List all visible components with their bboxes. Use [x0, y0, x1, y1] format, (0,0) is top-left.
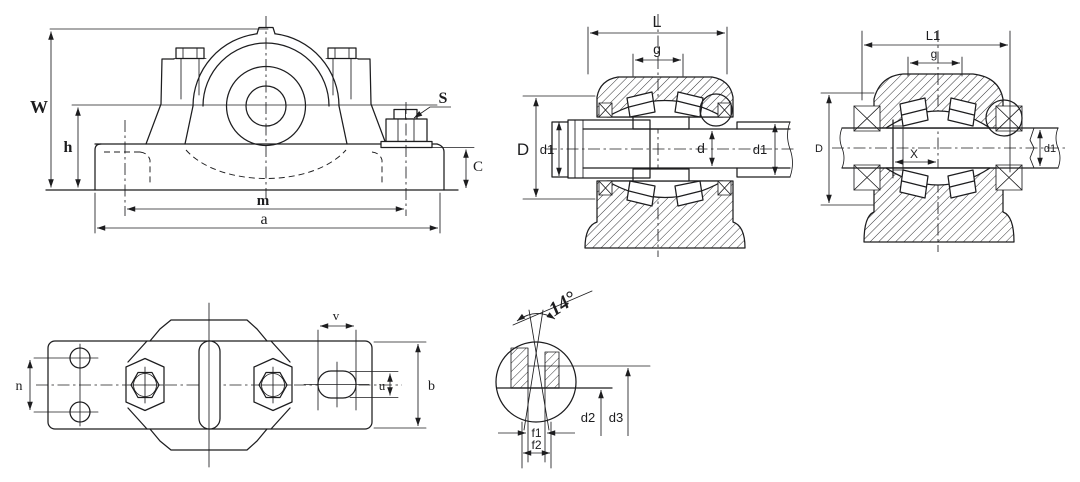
mounting-holes-left — [33, 343, 99, 427]
groove-taper-line — [528, 309, 550, 431]
nut-body — [327, 47, 357, 60]
dim-label-g: g — [931, 47, 938, 61]
outer-dome-arc-left — [192, 33, 258, 107]
base-left-edge — [94, 143, 102, 191]
housing-bottom-outline — [149, 428, 268, 451]
roller-lower-right — [947, 169, 977, 199]
dim-label-w: W — [30, 97, 48, 117]
dim-label-d3: d3 — [609, 410, 623, 425]
angle-leader-line — [512, 290, 593, 326]
roller-lower-right — [674, 180, 704, 207]
roller-upper-left — [899, 97, 929, 127]
seal-groove-detail: 14° d2 d3 f1 f2 — [495, 287, 651, 469]
groove-taper-line — [523, 309, 544, 431]
washer — [380, 140, 433, 149]
dim-label-b: b — [428, 379, 435, 394]
labyrinth-seals — [853, 105, 1023, 191]
bearing-outer-circle — [225, 65, 307, 147]
hidden-base-line — [104, 151, 151, 184]
dim-label-v: v — [333, 308, 340, 323]
seal-cross — [717, 102, 732, 118]
dim-label-l1: L1 — [926, 28, 940, 43]
shaft-left-collar — [551, 121, 569, 178]
plan-view: n v u b — [16, 302, 435, 468]
dim-label-a: a — [260, 211, 267, 228]
dim-label-l: L — [653, 14, 662, 31]
shaft-right-collar — [736, 121, 791, 178]
cap-bolt-left — [173, 47, 207, 100]
hex-nut-front — [385, 118, 428, 143]
dim-label-d1-left: d1 — [540, 142, 554, 157]
seal-cross — [598, 102, 613, 118]
left-flank — [145, 58, 175, 145]
groove-wall-left-section — [510, 347, 529, 389]
dim-label-d-bore: D — [815, 143, 823, 155]
seal-cross — [853, 164, 881, 191]
right-inner-flank — [338, 105, 348, 145]
right-flank — [357, 58, 387, 145]
roller-upper-right — [674, 91, 704, 118]
dim-label-f1: f1 — [531, 426, 541, 440]
dim-label-c: C — [473, 159, 483, 175]
dim-label-x: X — [910, 147, 918, 161]
dim-label-d-bore: D — [517, 140, 529, 159]
dim-label-d2: d2 — [581, 410, 595, 425]
housing-pedestal-section — [584, 180, 746, 249]
dome-top-boss — [256, 26, 276, 35]
sleeve-section-view: L1 g D X d1 — [815, 28, 1066, 252]
dim-label-n: n — [16, 379, 23, 394]
shaft-break-line — [787, 121, 793, 178]
detail-balloon-circle — [699, 93, 733, 127]
inner-dome-arc — [202, 42, 330, 107]
housing-top-outline — [149, 319, 268, 342]
dim-label-g: g — [653, 41, 661, 57]
seal-cross — [995, 105, 1023, 132]
center-slot — [198, 340, 221, 430]
groove-wall-right-section — [544, 351, 560, 389]
anchor-stud-nut — [380, 102, 433, 216]
shaft-bore-circle — [245, 85, 287, 127]
dim-label-d1-right: d1 — [753, 142, 767, 157]
hex-bolt-right — [254, 366, 292, 404]
dim-label-d1: d1 — [1044, 143, 1056, 155]
dim-label-angle: 14° — [545, 287, 580, 321]
roller-lower-left — [626, 180, 656, 207]
housing-side-slopes — [127, 340, 291, 430]
hidden-rib-curve — [185, 149, 347, 179]
hex-bolt-left — [126, 366, 164, 404]
dim-label-m: m — [257, 193, 270, 209]
seal-rings — [598, 102, 732, 196]
seal-cross — [717, 180, 732, 196]
dim-label-s: S — [439, 90, 448, 107]
dim-label-h: h — [64, 139, 73, 156]
detail-balloon-circle — [985, 99, 1023, 137]
dim-label-d-shaft: d — [697, 140, 705, 156]
shaft — [832, 127, 1066, 169]
left-inner-flank — [184, 105, 194, 145]
seal-cross — [853, 105, 881, 132]
section-view: L g D d1 d d1 — [517, 14, 796, 257]
leader-line-S — [413, 106, 451, 119]
nut-body — [175, 47, 205, 60]
front-view: W h S C m a — [30, 16, 483, 234]
dim-label-f2: f2 — [531, 438, 541, 452]
outer-dome-arc-right — [274, 33, 340, 107]
seal-cross — [598, 180, 613, 196]
cap-bolt-right — [325, 47, 359, 100]
detail-boundary-circle — [495, 341, 577, 423]
angle-arc — [516, 312, 556, 322]
hidden-base-line — [371, 151, 383, 184]
roller-upper-left — [626, 91, 656, 118]
seal-cross — [995, 164, 1023, 191]
roller-lower-left — [899, 169, 929, 199]
dim-label-u: u — [379, 378, 386, 393]
base-right-edge — [436, 143, 445, 191]
roller-upper-right — [947, 97, 977, 127]
